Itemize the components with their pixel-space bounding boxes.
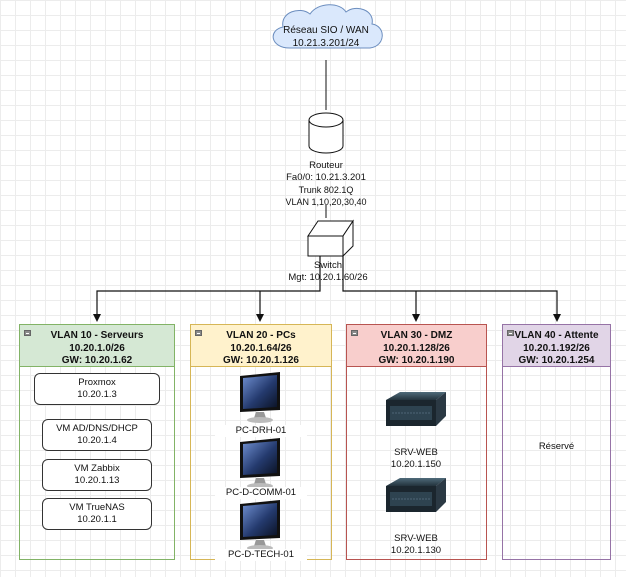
router-interface: Fa0/0: 10.21.3.201 (286, 172, 366, 183)
node-ip: 10.20.1.1 (77, 514, 117, 525)
node-ip: 10.20.1.13 (74, 475, 120, 486)
vlan-subnet: 10.20.1.0/26 (69, 342, 125, 354)
vlan-gateway: GW: 10.20.1.126 (223, 355, 299, 366)
node-ip: 10.20.1.4 (77, 435, 117, 446)
switch-name[interactable]: Switch (314, 260, 342, 271)
vlan-10-header: VLAN 10 - Serveurs 10.20.1.0/26 GW: 10.2… (20, 325, 174, 367)
switch-icon (307, 219, 354, 258)
pc-label: PC-D-TECH-01 (215, 549, 307, 561)
vlan-30-header: VLAN 30 - DMZ 10.20.1.128/26 GW: 10.20.1… (347, 325, 486, 367)
monitor-icon[interactable] (240, 438, 280, 489)
monitor-icon[interactable] (240, 500, 280, 551)
node-name: VM TrueNAS (69, 502, 125, 513)
vlan-40-header: VLAN 40 - Attente 10.20.1.192/26 GW: 10.… (503, 325, 610, 367)
wan-title: Réseau SIO / WAN (283, 25, 369, 36)
node-name: VM Zabbix (74, 463, 120, 474)
vlan-gateway: GW: 10.20.1.190 (378, 355, 455, 366)
server-label: SRV-WEB 10.20.1.130 (370, 533, 462, 557)
vlan-subnet: 10.20.1.64/26 (230, 342, 292, 354)
router-trunk: Trunk 802.1Q (298, 185, 354, 195)
router-label: Routeur Fa0/0: 10.21.3.201 Trunk 802.1Q … (270, 160, 382, 208)
node-name: Proxmox (78, 377, 116, 388)
server-icon[interactable] (386, 392, 446, 426)
server-node-truenas[interactable]: VM TrueNAS 10.20.1.1 (42, 498, 152, 530)
server-ip: 10.20.1.150 (390, 459, 442, 470)
server-ip: 10.20.1.130 (390, 545, 442, 556)
vlan-subnet: 10.20.1.192/26 (523, 342, 590, 354)
collapse-icon[interactable] (351, 330, 358, 336)
monitor-icon[interactable] (240, 372, 280, 423)
vlan-30-group: VLAN 30 - DMZ 10.20.1.128/26 GW: 10.20.1… (346, 324, 487, 560)
vlan-gateway: GW: 10.20.1.254 (518, 355, 595, 366)
router-vlans: VLAN 1,10,20,30,40 (285, 197, 367, 207)
vlan-gateway: GW: 10.20.1.62 (61, 355, 133, 366)
switch-label: Switch Mgt: 10.20.1.60/26 (283, 260, 373, 284)
vlan-20-header: VLAN 20 - PCs 10.20.1.64/26 GW: 10.20.1.… (191, 325, 331, 367)
wan-label: Réseau SIO / WAN 10.21.3.201/24 (276, 24, 376, 50)
server-node-ad-dns-dhcp[interactable]: VM AD/DNS/DHCP 10.20.1.4 (42, 419, 152, 451)
switch-mgmt: Mgt: 10.20.1.60/26 (288, 272, 368, 283)
collapse-icon[interactable] (24, 330, 31, 336)
vlan-title: VLAN 10 - Serveurs (50, 330, 144, 341)
vlan-title: VLAN 40 - Attente (514, 330, 599, 341)
server-node-zabbix[interactable]: VM Zabbix 10.20.1.13 (42, 459, 152, 491)
server-icons (386, 392, 446, 512)
node-ip: 10.20.1.3 (77, 389, 117, 400)
server-node-proxmox[interactable]: Proxmox 10.20.1.3 (34, 373, 160, 405)
pc-icons (240, 372, 280, 551)
server-icon[interactable] (386, 478, 446, 512)
node-name: VM AD/DNS/DHCP (56, 423, 138, 434)
router-name[interactable]: Routeur (309, 160, 343, 171)
vlan-title: VLAN 30 - DMZ (380, 330, 453, 341)
cloud-icon (272, 4, 383, 49)
server-label: SRV-WEB 10.20.1.150 (370, 447, 462, 471)
collapse-icon[interactable] (507, 330, 514, 336)
vlan-subnet: 10.20.1.128/26 (383, 342, 450, 354)
vlan-title: VLAN 20 - PCs (226, 330, 296, 341)
vlan-10-group: VLAN 10 - Serveurs 10.20.1.0/26 GW: 10.2… (19, 324, 175, 560)
wan-ip: 10.21.3.201/24 (292, 38, 360, 49)
pc-label: PC-D-COMM-01 (215, 487, 307, 499)
vlan-note: Réservé (538, 441, 575, 452)
server-name: SRV-WEB (394, 533, 438, 544)
vlan-40-group: VLAN 40 - Attente 10.20.1.192/26 GW: 10.… (502, 324, 611, 560)
vlan-20-group: VLAN 20 - PCs 10.20.1.64/26 GW: 10.20.1.… (190, 324, 332, 560)
server-name: SRV-WEB (394, 447, 438, 458)
collapse-icon[interactable] (195, 330, 202, 336)
router-icon (308, 112, 344, 154)
pc-label: PC-DRH-01 (215, 425, 307, 437)
